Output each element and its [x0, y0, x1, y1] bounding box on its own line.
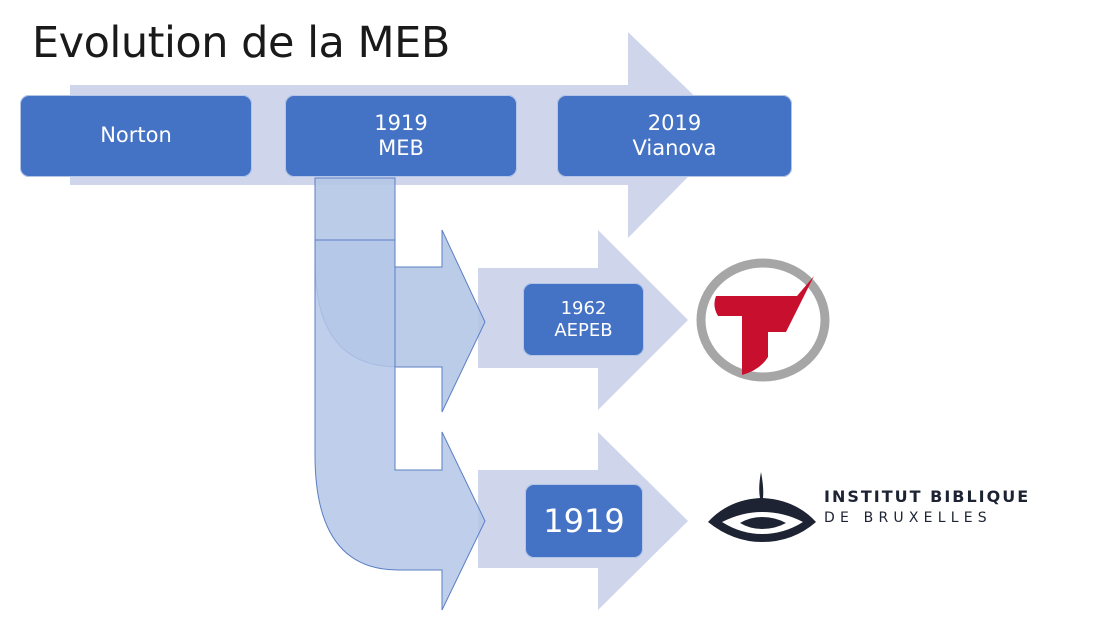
branch-box-label: AEPEB [554, 319, 613, 341]
aepeb-cross-logo [696, 258, 830, 382]
branch-box-aepeb: 1962 AEPEB [523, 283, 644, 356]
timeline-box-year: 1919 [374, 110, 428, 135]
branch-box-year: 1919 [543, 501, 625, 540]
timeline-box-vianova: 2019 Vianova [557, 95, 792, 177]
timeline-box-label: Norton [100, 123, 172, 148]
curved-branch-ibb [314, 239, 486, 611]
ibb-logo-line2: DE BRUXELLES [824, 510, 992, 526]
ibb-logo-text: INSTITUT BIBLIQUE DE BRUXELLES [824, 487, 1031, 526]
timeline-box-norton: Norton [20, 95, 252, 177]
timeline-box-label: MEB [378, 136, 424, 160]
branch-box-year: 1962 [560, 297, 607, 319]
timeline-box-meb: 1919 MEB [285, 95, 517, 177]
ibb-logo-line1: INSTITUT BIBLIQUE [824, 487, 1031, 506]
institut-biblique-logo [708, 472, 816, 542]
timeline-box-year: 2019 [647, 110, 702, 135]
timeline-box-label: Vianova [632, 136, 717, 160]
slide-title: Evolution de la MEB [32, 18, 450, 68]
branch-box-ibb: 1919 [525, 484, 643, 558]
